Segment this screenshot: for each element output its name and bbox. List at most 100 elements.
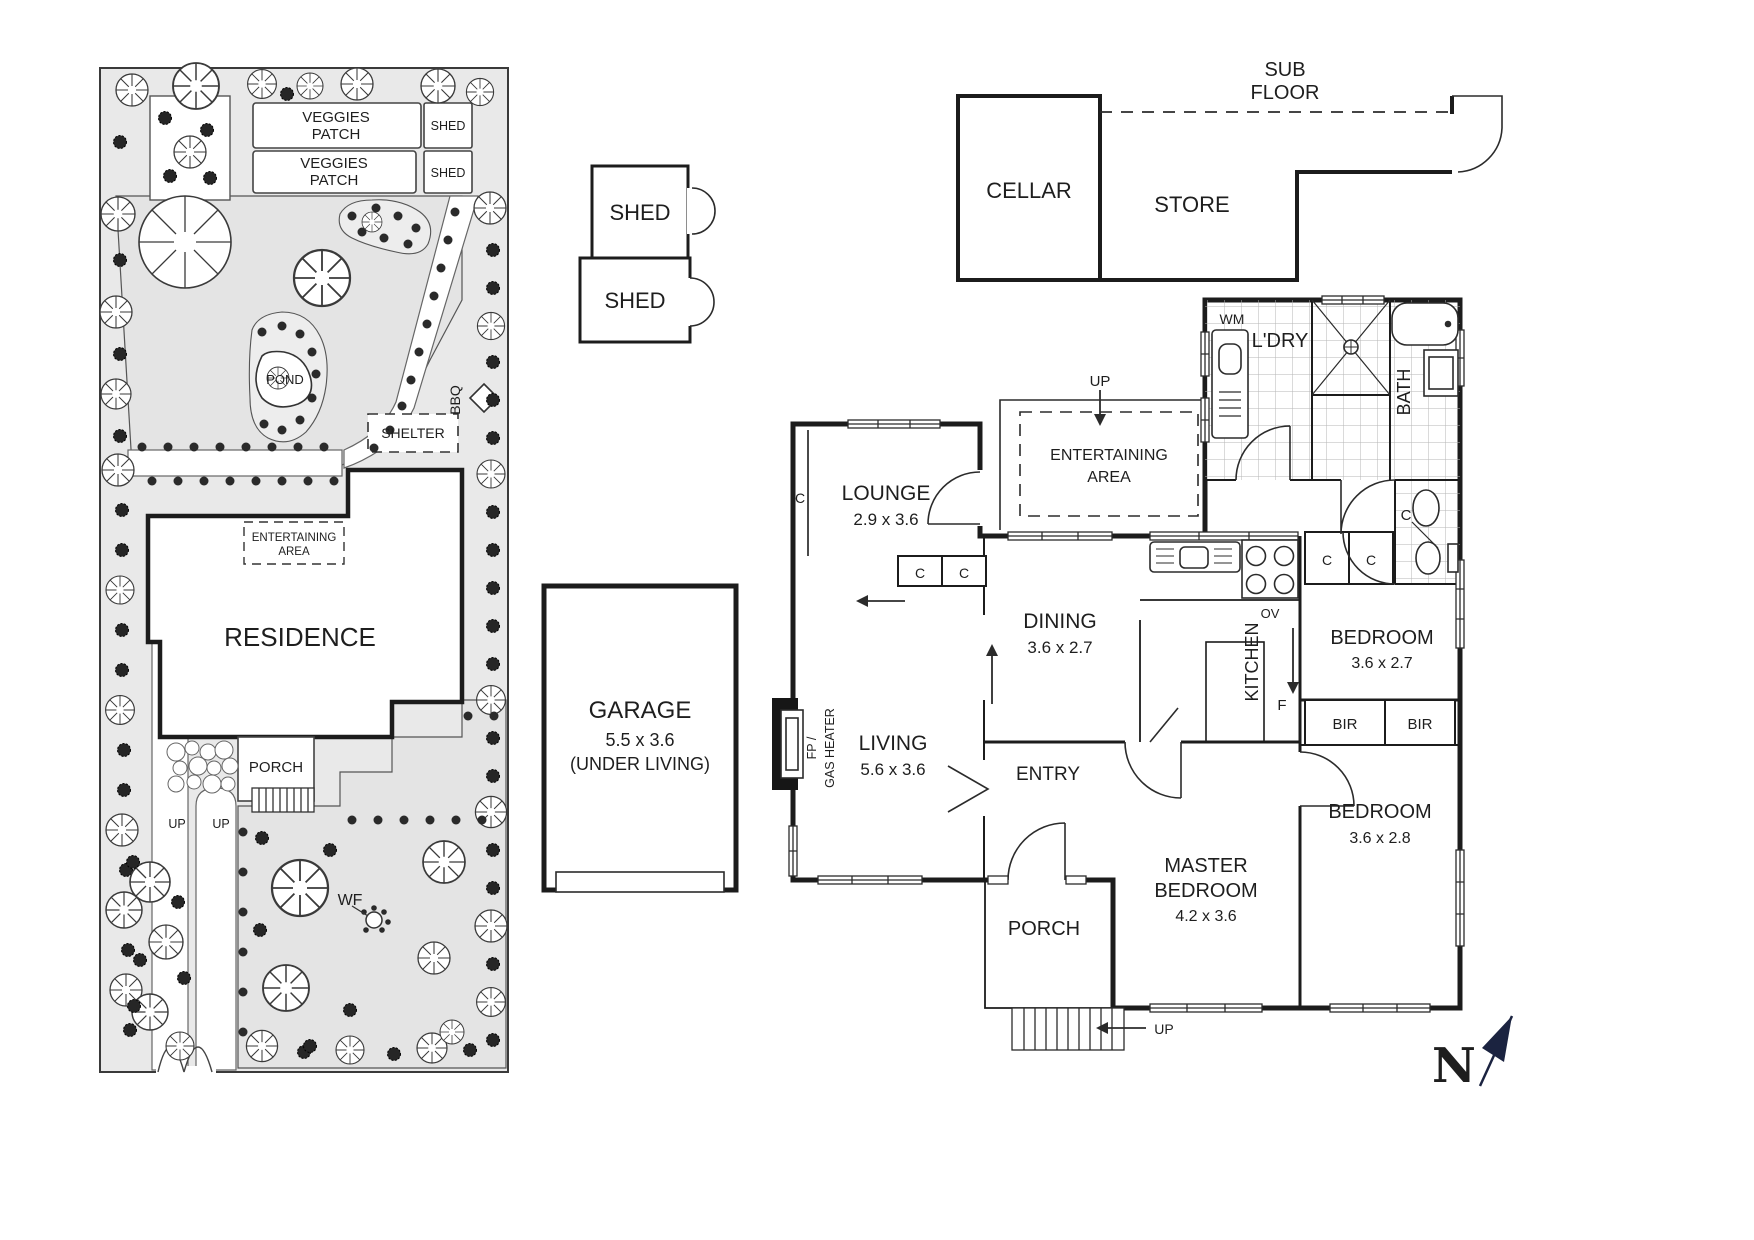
pond-label: POND bbox=[266, 372, 304, 387]
store-walls bbox=[1100, 170, 1452, 282]
deck-outline bbox=[999, 399, 1205, 530]
kitchen-label: KITCHEN bbox=[1242, 622, 1262, 701]
master-size-label: 4.2 x 3.6 bbox=[1175, 908, 1236, 925]
compass: N bbox=[1432, 1015, 1514, 1094]
shed-1-door-gap bbox=[687, 188, 695, 234]
site-plan: VEGGIES PATCH SHED VEGGIES PATCH SHED PO… bbox=[99, 62, 509, 1076]
site-entertaining-line1: ENTERTAINING bbox=[252, 532, 337, 544]
veggies1-label-line2: PATCH bbox=[312, 126, 361, 143]
entry-label: ENTRY bbox=[1016, 764, 1080, 785]
residence-outline bbox=[145, 467, 465, 740]
fireplace-icon bbox=[772, 698, 804, 790]
main-floor-plan: WM L'DRY BATH C UP ENTERTAINING AREA LOU… bbox=[772, 295, 1465, 1051]
site-up-label-2: UP bbox=[212, 817, 229, 831]
veggies2-label-line1: VEGGIES bbox=[300, 155, 368, 172]
fp-label-line1: FP / bbox=[805, 736, 819, 759]
bath-label: BATH bbox=[1394, 369, 1414, 416]
pebble-bed bbox=[166, 740, 239, 794]
compass-needle-icon bbox=[1482, 1016, 1512, 1062]
washing-machine-icon bbox=[1211, 329, 1249, 439]
shed-2-outline bbox=[578, 256, 692, 344]
subfloor-plan: SUB FLOOR CELLAR STORE bbox=[956, 59, 1503, 282]
stairs-up-label: UP bbox=[1154, 1021, 1173, 1037]
arrows bbox=[856, 390, 1299, 1034]
fridge-label: F bbox=[1277, 697, 1286, 714]
deck-up-label: UP bbox=[1090, 373, 1111, 390]
shed-1-label: SHED bbox=[609, 200, 670, 225]
laundry-label: L'DRY bbox=[1252, 330, 1309, 352]
shelter-box bbox=[367, 413, 459, 453]
site-stairs bbox=[251, 787, 315, 813]
closets bbox=[897, 531, 1456, 746]
lounge-label: LOUNGE bbox=[842, 482, 931, 505]
fp-label-line2: GAS HEATER bbox=[823, 708, 837, 788]
bbq-label: BBQ bbox=[447, 385, 463, 415]
subfloor-entry-steps bbox=[1452, 95, 1503, 173]
cellar-label: CELLAR bbox=[986, 178, 1072, 203]
bir-label-2: BIR bbox=[1407, 716, 1432, 733]
shed-small-2-label: SHED bbox=[431, 166, 466, 180]
wm-label: WM bbox=[1220, 311, 1245, 327]
compass-north-label: N bbox=[1432, 1038, 1476, 1094]
lounge-closet-label: C bbox=[795, 490, 805, 506]
veggie-patches bbox=[252, 102, 473, 194]
large-tree bbox=[138, 195, 232, 289]
dining-label: DINING bbox=[1023, 610, 1097, 633]
site-entertaining-line2: AREA bbox=[278, 546, 310, 558]
shed-2-door-gap bbox=[685, 278, 693, 326]
veggies1-label-line1: VEGGIES bbox=[302, 109, 370, 126]
veggies2-label-line2: PATCH bbox=[310, 172, 359, 189]
site-up-label-1: UP bbox=[168, 817, 185, 831]
lounge-size-label: 2.9 x 3.6 bbox=[853, 510, 918, 529]
site-entertaining-box bbox=[243, 521, 345, 565]
bed1-closet-label-1: C bbox=[1322, 552, 1332, 568]
bedroom2-size-label: 3.6 x 2.8 bbox=[1349, 830, 1410, 847]
site-porch-label: PORCH bbox=[249, 759, 303, 776]
garage-size-label: 5.5 x 3.6 bbox=[605, 730, 674, 750]
shed-1-door bbox=[691, 187, 716, 235]
gate-gap bbox=[156, 1066, 216, 1076]
entertaining-label-line1: ENTERTAINING bbox=[1050, 447, 1168, 464]
master-label-line2: BEDROOM bbox=[1154, 880, 1257, 902]
bedroom1-size-label: 3.6 x 2.7 bbox=[1351, 655, 1412, 672]
shed-small-1-label: SHED bbox=[431, 119, 466, 133]
plan-porch-label: PORCH bbox=[1008, 918, 1080, 940]
wc-closet-label: C bbox=[1401, 507, 1412, 524]
living-size-label: 5.6 x 3.6 bbox=[860, 760, 925, 779]
subfloor-label-line1: SUB bbox=[1264, 59, 1305, 81]
master-label-line1: MASTER bbox=[1164, 855, 1247, 877]
bedroom1-label: BEDROOM bbox=[1330, 627, 1433, 649]
wf-label: WF bbox=[338, 892, 363, 909]
windows bbox=[788, 295, 1465, 1013]
stove-icon bbox=[1241, 539, 1299, 599]
residence-label: RESIDENCE bbox=[224, 622, 376, 652]
store-label: STORE bbox=[1154, 192, 1229, 217]
garage-note-label: (UNDER LIVING) bbox=[570, 754, 710, 774]
toilet-icon bbox=[1415, 541, 1459, 575]
outbuildings: SHED SHED GARAGE 5.5 x 3.6 (UNDER LIVING… bbox=[541, 164, 739, 893]
subfloor-label-line2: FLOOR bbox=[1251, 82, 1320, 104]
fixtures bbox=[772, 299, 1459, 790]
entertaining-label-line2: AREA bbox=[1087, 469, 1131, 486]
oven-label: OV bbox=[1261, 606, 1280, 621]
kitchen-sink-icon bbox=[1149, 541, 1241, 573]
garden-path-horizontal bbox=[127, 449, 343, 477]
bathtub-icon bbox=[1391, 302, 1459, 346]
living-closet-label-1: C bbox=[915, 565, 925, 581]
garage-door bbox=[555, 871, 725, 893]
dining-size-label: 3.6 x 2.7 bbox=[1027, 638, 1092, 657]
bir-label-1: BIR bbox=[1332, 716, 1357, 733]
shed-2-label: SHED bbox=[604, 288, 665, 313]
shower-icon bbox=[1311, 299, 1391, 396]
living-label: LIVING bbox=[859, 732, 928, 755]
shed-2-door bbox=[689, 277, 715, 327]
shelter-label: SHELTER bbox=[381, 425, 445, 441]
garage-outline bbox=[541, 583, 739, 893]
entertaining-box bbox=[1019, 411, 1199, 517]
cellar-outline bbox=[956, 94, 1102, 282]
vanity-icon bbox=[1423, 349, 1459, 397]
water-feature-icon bbox=[351, 905, 391, 933]
wc-basin-icon bbox=[1412, 489, 1440, 527]
garage-label: GARAGE bbox=[589, 697, 692, 724]
